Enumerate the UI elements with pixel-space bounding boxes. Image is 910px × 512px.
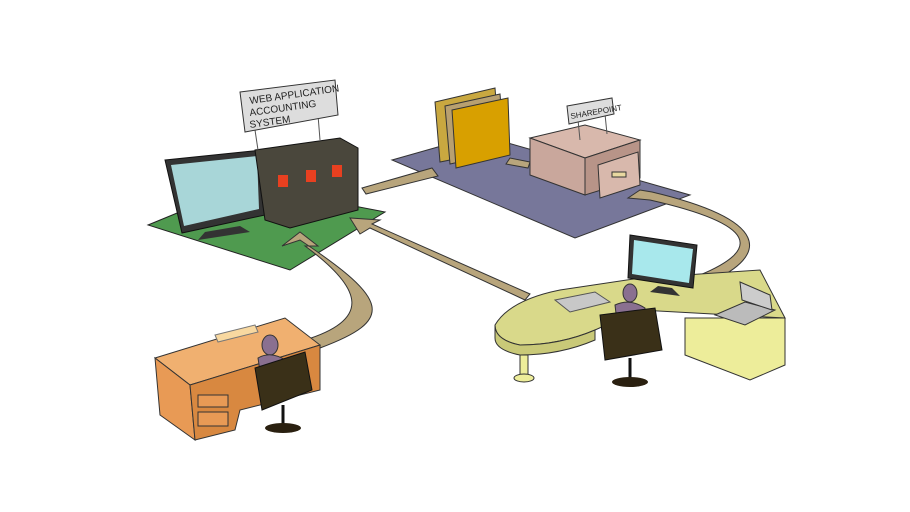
- arrow-orange-desk-to-server: [281, 231, 373, 349]
- sign-web-application-accounting-system: WEB APPLICATION ACCOUNTING SYSTEM: [239, 79, 340, 133]
- server-rack: [254, 137, 359, 229]
- arrow-cabinet-to-binders: [505, 157, 531, 169]
- scanner: [713, 281, 777, 326]
- arrow-yellow-desk-to-server: [349, 217, 531, 301]
- chair-right: [599, 307, 663, 387]
- sign-sharepoint: SHAREPOINT: [566, 97, 623, 125]
- arrow-server-to-sharepoint: [361, 167, 439, 195]
- arrow-yellow-desk-to-sharepoint: [626, 189, 750, 283]
- chair-left: [254, 351, 313, 433]
- binders: [434, 87, 511, 169]
- sharepoint-file-cabinet: [528, 124, 642, 199]
- monitor-left: [164, 149, 266, 240]
- monitor-right: [627, 234, 698, 296]
